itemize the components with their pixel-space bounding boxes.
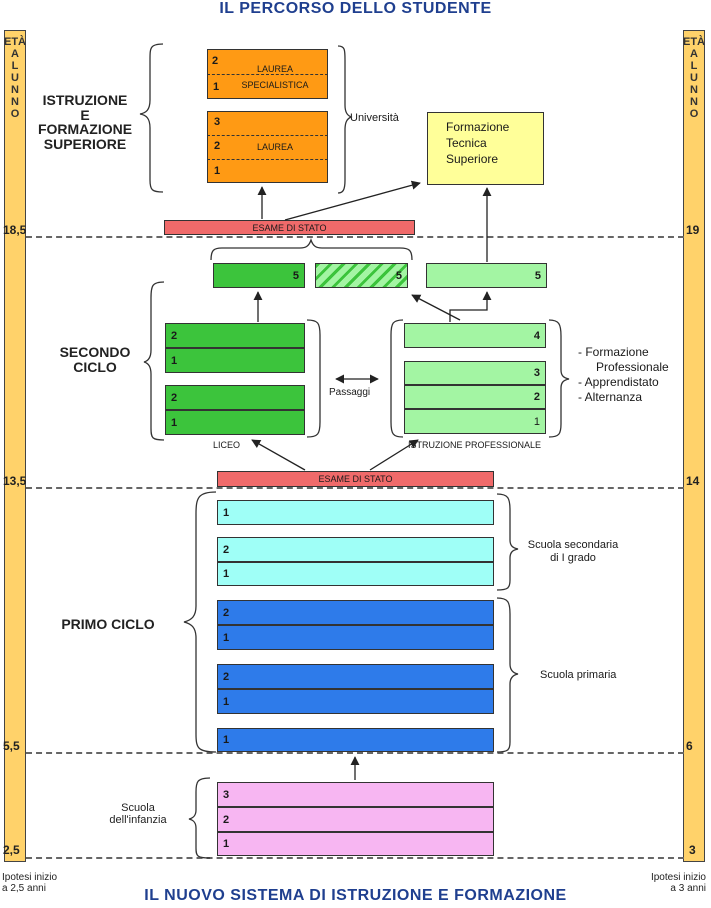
bracket-professionale-left <box>390 319 404 438</box>
professionale-fifth-year: 5 <box>426 263 547 288</box>
page-subtitle: IL NUOVO SISTEMA DI ISTRUZIONE E FORMAZI… <box>144 887 567 904</box>
vocational-options: - Formazione Professionale - Apprendista… <box>578 345 669 404</box>
laurea-year-3: 3 <box>214 116 221 128</box>
liceo-year-lower-1: 1 <box>165 410 305 435</box>
brace-primaria <box>496 597 519 753</box>
esame-di-stato-lower: ESAME DI STATO <box>217 471 494 487</box>
specialistica-year-2: 2 <box>212 55 219 67</box>
brace-secondo-ciclo <box>143 281 165 441</box>
professionale-label: ISTRUZIONE PROFESSIONALE <box>408 440 542 450</box>
professionale-year-2: 2 <box>404 385 546 409</box>
professionale-year-3: 3 <box>404 361 546 385</box>
page-title: IL PERCORSO DELLO STUDENTE <box>219 0 492 17</box>
primaria-year-5: 2 <box>217 600 494 625</box>
age-left-5-5: 5,5 <box>3 739 20 753</box>
infanzia-year-3: 3 <box>217 782 494 807</box>
primaria-year-2: 1 <box>217 689 494 714</box>
brace-infanzia <box>188 777 211 859</box>
brace-fifth-years <box>210 237 413 261</box>
specialistica-year-1: 1 <box>213 81 220 93</box>
age-bar-left <box>4 30 26 862</box>
age-line-6 <box>26 752 684 754</box>
bracket-professionale-right <box>548 319 570 438</box>
age-left-18-5: 18,5 <box>3 223 27 237</box>
passaggi-label: Passaggi <box>329 387 371 398</box>
age-line-14 <box>26 487 684 489</box>
infanzia-year-1: 1 <box>217 832 494 856</box>
laurea-label: LAUREA <box>256 142 293 152</box>
esame-di-stato-upper: ESAME DI STATO <box>164 220 415 235</box>
brace-secondaria <box>496 493 519 591</box>
age-left-13-5: 13,5 <box>3 474 27 488</box>
liceo-fifth-year: 5 <box>213 263 305 288</box>
age-right-14: 14 <box>686 474 700 488</box>
universita-label: Università <box>350 112 399 124</box>
brace-superiore <box>139 43 164 193</box>
primaria-year-4: 1 <box>217 625 494 650</box>
hatched-fifth-year: 5 <box>315 263 408 288</box>
secondaria-year-3: 1 <box>217 500 494 525</box>
secondaria-year-1: 1 <box>217 562 494 586</box>
laurea-block <box>207 111 328 183</box>
laurea-year-1: 1 <box>214 165 221 177</box>
age-right-6: 6 <box>686 739 693 753</box>
liceo-year-upper-1: 1 <box>165 348 305 373</box>
liceo-label: LICEO <box>213 440 241 450</box>
age-right-3: 3 <box>689 843 696 857</box>
liceo-year-lower-2: 2 <box>165 385 305 410</box>
bracket-liceo <box>306 319 321 438</box>
age-right-19: 19 <box>686 223 700 237</box>
infanzia-year-2: 2 <box>217 807 494 832</box>
age-line-19 <box>26 236 684 238</box>
age-bar-right <box>683 30 705 862</box>
age-left-2-5: 2,5 <box>3 843 20 857</box>
primaria-year-3: 2 <box>217 664 494 689</box>
primaria-label: Scuola primaria <box>540 669 617 681</box>
secondaria-year-2: 2 <box>217 537 494 562</box>
professionale-year-4: 4 <box>404 323 546 348</box>
section-primo-ciclo: PRIMO CICLO <box>61 616 155 632</box>
primaria-year-1: 1 <box>217 728 494 752</box>
professionale-year-1: 1 <box>404 409 546 434</box>
brace-primo-ciclo <box>183 491 217 753</box>
laurea-year-2: 2 <box>214 140 221 152</box>
age-line-3 <box>26 857 684 859</box>
liceo-year-upper-2: 2 <box>165 323 305 348</box>
